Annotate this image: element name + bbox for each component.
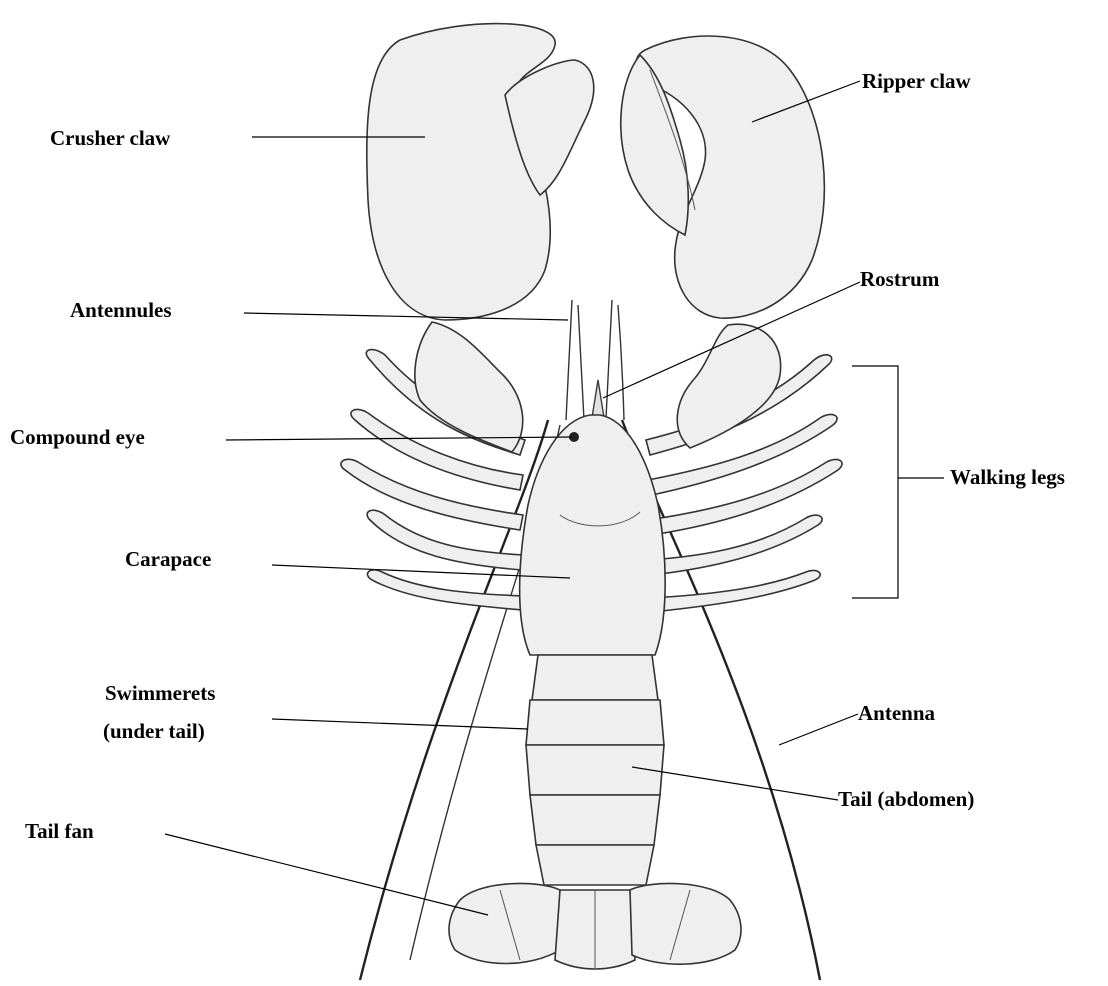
tail-fan-leader [165,834,488,915]
walking-legs-bracket [852,366,944,598]
label-crusher-claw: Crusher claw [50,126,171,150]
label-ripper-claw: Ripper claw [862,69,972,93]
swimmerets-leader [272,719,528,729]
antennules-leader [244,313,568,320]
head-appendages [566,300,624,430]
label-swimmerets-line2: (under tail) [103,719,205,743]
label-antennules: Antennules [70,298,172,322]
label-compound-eye: Compound eye [10,425,145,449]
tail-fan-drawing [449,883,741,969]
label-rostrum: Rostrum [860,267,940,291]
label-tail-fan: Tail fan [25,819,94,843]
label-tail-abdomen: Tail (abdomen) [838,787,974,811]
antenna-leader [779,714,858,745]
label-swimmerets-line1: Swimmerets [105,681,215,705]
tail-leader [632,767,838,800]
label-walking-legs: Walking legs [950,465,1065,489]
carapace-drawing [520,415,666,655]
label-antenna: Antenna [858,701,936,725]
tail-segments-drawing [526,655,664,885]
label-carapace: Carapace [125,547,211,571]
